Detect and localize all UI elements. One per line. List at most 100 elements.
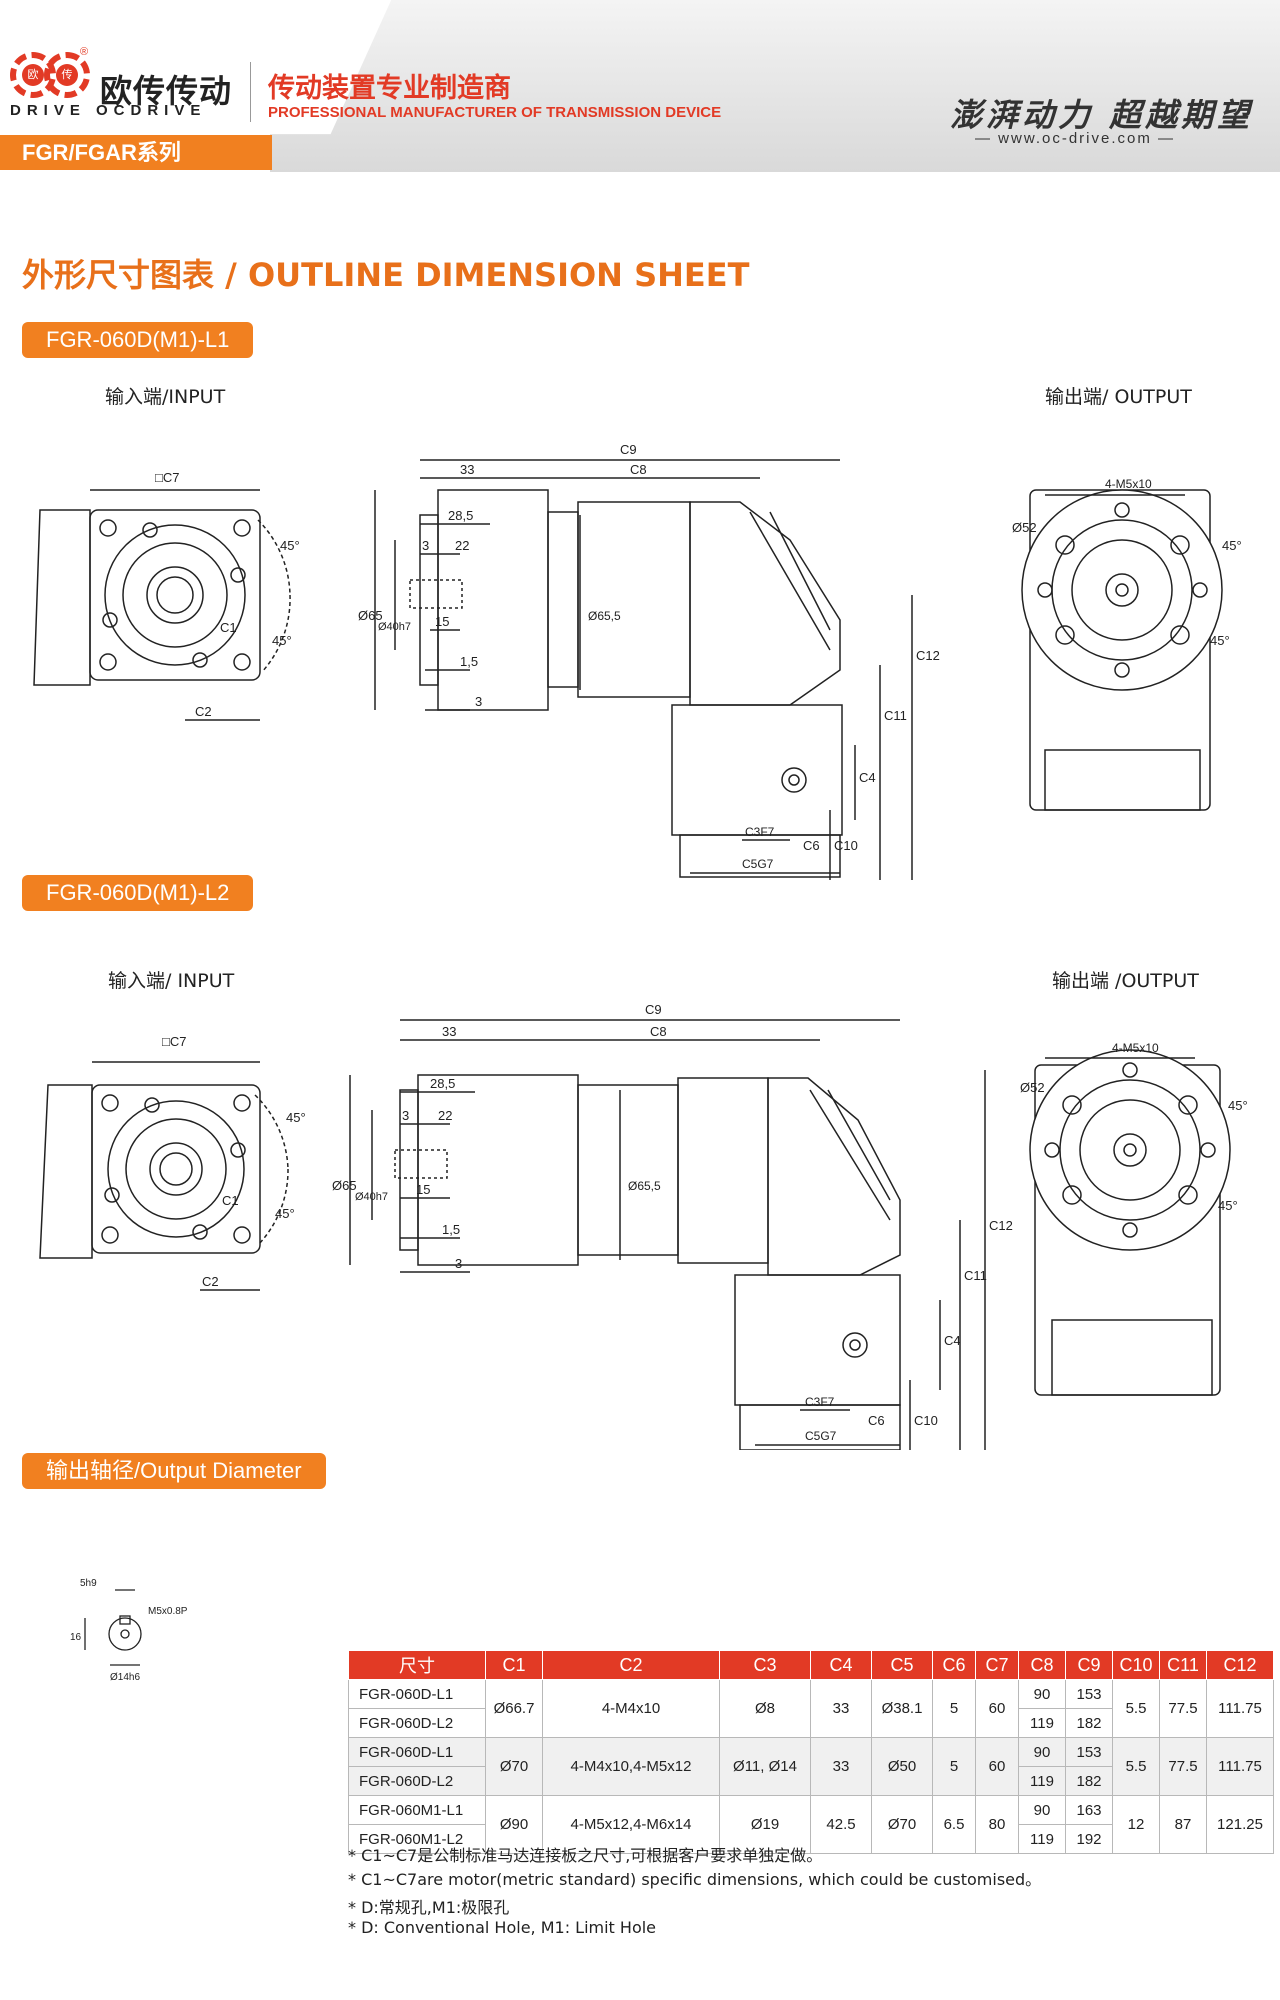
dim-45-a-l1: 45° <box>280 538 300 553</box>
output-label-l2: 输出端 /OUTPUT <box>1052 970 1199 992</box>
dim-c10-l2: C10 <box>914 1413 938 1428</box>
cell-c7: 60 <box>975 1737 1019 1796</box>
cell-c11: 77.5 <box>1159 1679 1207 1738</box>
header-gray-panel <box>270 0 1280 172</box>
cell-c2: 4-M5x12,4-M6x14 <box>542 1795 720 1854</box>
cell-c11: 87 <box>1159 1795 1207 1854</box>
series-tab: FGR/FGAR系列 <box>0 135 272 170</box>
cell-c4: 33 <box>810 1737 872 1796</box>
dim-phi52-l2: Ø52 <box>1020 1080 1045 1095</box>
dim-c4-l1: C4 <box>859 770 876 785</box>
table-row: FGR-060D-L2 119 182 <box>348 1708 1274 1738</box>
dim-c2-l2: C2 <box>202 1274 219 1289</box>
th-c8: C8 <box>1018 1650 1066 1680</box>
od-key: 5h9 <box>80 1578 97 1589</box>
dim-3b-l2: 3 <box>455 1256 462 1271</box>
dim-phi52-l1: Ø52 <box>1012 520 1037 535</box>
dim-45-a-l2: 45° <box>286 1110 306 1125</box>
cell-c1: Ø66.7 <box>485 1679 543 1738</box>
dim-22-l1: 22 <box>455 538 469 553</box>
slogan-cn: 传动装置专业制造商 <box>268 73 511 104</box>
dim-45-b-l1: 45° <box>272 633 292 648</box>
model-pill-l2: FGR-060D(M1)-L2 <box>22 875 254 911</box>
slogan-en: PROFESSIONAL MANUFACTURER OF TRANSMISSIO… <box>268 104 722 121</box>
cell-c7: 80 <box>975 1795 1019 1854</box>
cell-c12: 111.75 <box>1206 1679 1274 1738</box>
th-c3: C3 <box>719 1650 811 1680</box>
table-row: FGR-060D-L1 Ø70 4-M4x10,4-M5x12 Ø11, Ø14… <box>348 1737 1274 1796</box>
cell-c1: Ø90 <box>485 1795 543 1854</box>
th-size: 尺寸 <box>348 1650 486 1680</box>
output-diameter-pill: 输出轴径/Output Diameter <box>22 1453 326 1489</box>
note-4: * D: Conventional Hole, M1: Limit Hole <box>348 1918 657 1937</box>
website-url[interactable]: — www.oc-drive.com — <box>975 130 1176 147</box>
brand-name-en: DRIVE OCDRIVE <box>10 102 207 119</box>
model-cell: FGR-060D-L2 <box>348 1708 486 1738</box>
cell-c5: Ø38.1 <box>871 1679 933 1738</box>
dim-45-d-l1: 45° <box>1210 633 1230 648</box>
dim-c1-l1: C1 <box>220 620 237 635</box>
cell-c9: 153 <box>1065 1737 1113 1767</box>
dim-22-l2: 22 <box>438 1108 452 1123</box>
logo-mark: 欧 <box>22 64 44 86</box>
dim-c2-l1: C2 <box>195 704 212 719</box>
input-label-l1: 输入端/INPUT <box>105 386 226 408</box>
logo-gear-icon-2 <box>44 52 90 98</box>
dim-c5-l2: C5G7 <box>805 1429 837 1443</box>
dim-3a-l2: 3 <box>402 1108 409 1123</box>
model-cell: FGR-060D-L2 <box>348 1766 486 1796</box>
input-label-l2: 输入端/ INPUT <box>108 970 235 992</box>
cell-c12: 111.75 <box>1206 1737 1274 1796</box>
th-c7: C7 <box>975 1650 1019 1680</box>
dim-c11-l2: C11 <box>964 1268 987 1283</box>
dim-28-l1: 28,5 <box>448 508 473 523</box>
dim-c6-l1: C6 <box>803 838 820 853</box>
model-cell: FGR-060M1-L1 <box>348 1795 486 1825</box>
cell-c8: 90 <box>1018 1795 1066 1825</box>
table-row: FGR-060M1-L2 119 192 <box>348 1824 1274 1854</box>
dim-m5-l2: 4-M5x10 <box>1112 1041 1159 1055</box>
th-c1: C1 <box>485 1650 543 1680</box>
output-diameter-drawing: 5h9 16 M5x0.8P Ø14h6 <box>70 1578 188 1683</box>
dim-3b-l1: 3 <box>475 694 482 709</box>
cell-c5: Ø70 <box>871 1795 933 1854</box>
th-c10: C10 <box>1112 1650 1160 1680</box>
sheet-title: 外形尺寸图表 / OUTLINE DIMENSION SHEET <box>22 256 750 294</box>
spec-header-row: 尺寸 C1 C2 C3 C4 C5 C6 C7 C8 C9 C10 C11 C1… <box>348 1650 1274 1680</box>
model-cell: FGR-060D-L1 <box>348 1679 486 1709</box>
note-3: * D:常规孔,M1:极限孔 <box>348 1898 510 1917</box>
logo-mark-2: 传 <box>56 64 78 86</box>
cell-c12: 121.25 <box>1206 1795 1274 1854</box>
cell-c2: 4-M4x10,4-M5x12 <box>542 1737 720 1796</box>
dim-c12-l2: C12 <box>989 1218 1013 1233</box>
dim-phi65-5-l2: Ø65,5 <box>628 1179 661 1193</box>
dim-c3-l2: C3F7 <box>805 1395 835 1409</box>
dim-c8-l1: C8 <box>630 462 647 477</box>
cell-c9: 192 <box>1065 1824 1113 1854</box>
cell-c9: 182 <box>1065 1766 1113 1796</box>
cell-c10: 5.5 <box>1112 1679 1160 1738</box>
table-row: FGR-060D-L1 Ø66.7 4-M4x10 Ø8 33 Ø38.1 5 … <box>348 1679 1274 1738</box>
dim-45-d-l2: 45° <box>1218 1198 1238 1213</box>
spec-table: 尺寸 C1 C2 C3 C4 C5 C6 C7 C8 C9 C10 C11 C1… <box>348 1650 1274 1854</box>
dim-1-5-l2: 1,5 <box>442 1222 460 1237</box>
od-thread: M5x0.8P <box>148 1606 188 1617</box>
dim-45-c-l2: 45° <box>1228 1098 1248 1113</box>
cell-c8: 119 <box>1018 1708 1066 1738</box>
dim-c10-l1: C10 <box>834 838 858 853</box>
dim-phi40-l2: Ø40h7 <box>355 1191 388 1203</box>
input-flange-outline <box>89 509 261 681</box>
cell-c8: 90 <box>1018 1737 1066 1767</box>
dim-phi40-l1: Ø40h7 <box>378 621 411 633</box>
cell-c9: 163 <box>1065 1795 1113 1825</box>
brand-name-cn: 欧传传动 <box>100 72 233 110</box>
model-pill-l1: FGR-060D(M1)-L1 <box>22 322 254 358</box>
cell-c10: 12 <box>1112 1795 1160 1854</box>
input-side-plate <box>33 509 91 686</box>
note-2: * C1~C7are motor(metric standard) specif… <box>348 1870 1042 1889</box>
dim-c4-l2: C4 <box>944 1333 961 1348</box>
cell-c6: 5 <box>932 1679 976 1738</box>
th-c4: C4 <box>810 1650 872 1680</box>
cell-c2: 4-M4x10 <box>542 1679 720 1738</box>
th-c2: C2 <box>542 1650 720 1680</box>
